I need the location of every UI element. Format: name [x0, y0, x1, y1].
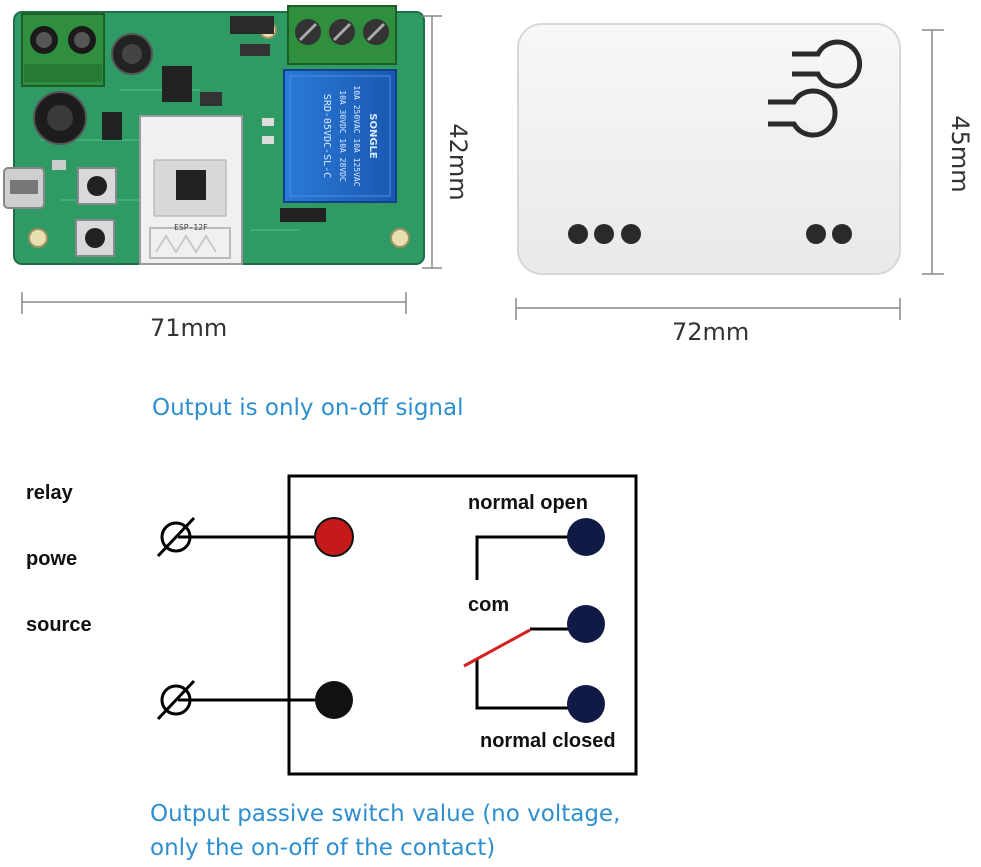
- relay-rating-2: 10A 30VDC 10A 28VDC: [338, 90, 347, 182]
- enclosure-width-dimension: [515, 298, 901, 320]
- left-label-source: source: [26, 614, 92, 636]
- relay-model: SRD-05VDC-SL-C: [321, 94, 332, 178]
- micro-usb-port: [3, 167, 45, 209]
- push-buttons: [75, 167, 117, 257]
- contact-normal-open: [567, 518, 605, 556]
- schematic-frame: [287, 474, 638, 776]
- wire-normal-closed: [475, 660, 586, 710]
- pcb-width-label: 71mm: [150, 314, 228, 342]
- relay: [283, 69, 397, 203]
- relay-brand: SONGLE: [367, 113, 378, 159]
- esp-module-text: ESP-12F: [174, 223, 208, 232]
- pcb-width-dimension: [21, 292, 407, 314]
- label-normal-closed: normal closed: [480, 730, 616, 752]
- contact-normal-closed: [567, 685, 605, 723]
- enclosure-width-label: 72mm: [672, 318, 750, 346]
- caption-top: Output is only on-off signal: [152, 395, 464, 421]
- enclosure-height-dimension: [922, 29, 944, 275]
- components: [52, 16, 326, 222]
- terminal-block-right: [287, 5, 397, 65]
- terminal-block-left: [21, 13, 105, 87]
- wire-normal-open: [475, 535, 586, 580]
- label-com: com: [468, 594, 510, 616]
- pcb-height-label: 42mm: [444, 123, 472, 201]
- input-terminal-bottom: [160, 684, 192, 716]
- input-terminal-top: [160, 521, 192, 553]
- power-terminal-positive: [314, 517, 354, 557]
- power-terminal-negative: [315, 681, 353, 719]
- pcb-height-dimension: [422, 15, 442, 269]
- relay-label-group: SONGLE 10A 250VAC 10A 125VAC 10A 30VDC 1…: [321, 85, 378, 186]
- esp-module: [139, 115, 243, 265]
- relay-rating-1: 10A 250VAC 10A 125VAC: [352, 85, 361, 186]
- contact-com: [567, 605, 605, 643]
- switch-arm: [463, 628, 531, 668]
- enclosure-height-label: 45mm: [946, 115, 974, 193]
- caption-bottom-line1: Output passive switch value (no voltage,: [150, 801, 621, 827]
- left-label-relay: relay: [26, 482, 73, 504]
- caption-bottom-line2: only the on-off of the contact): [150, 835, 496, 861]
- label-normal-open: normal open: [468, 492, 589, 514]
- schematic: [156, 474, 638, 776]
- left-label-powe: powe: [26, 548, 78, 570]
- capacitors: [33, 33, 153, 145]
- enclosure-box: [517, 23, 901, 275]
